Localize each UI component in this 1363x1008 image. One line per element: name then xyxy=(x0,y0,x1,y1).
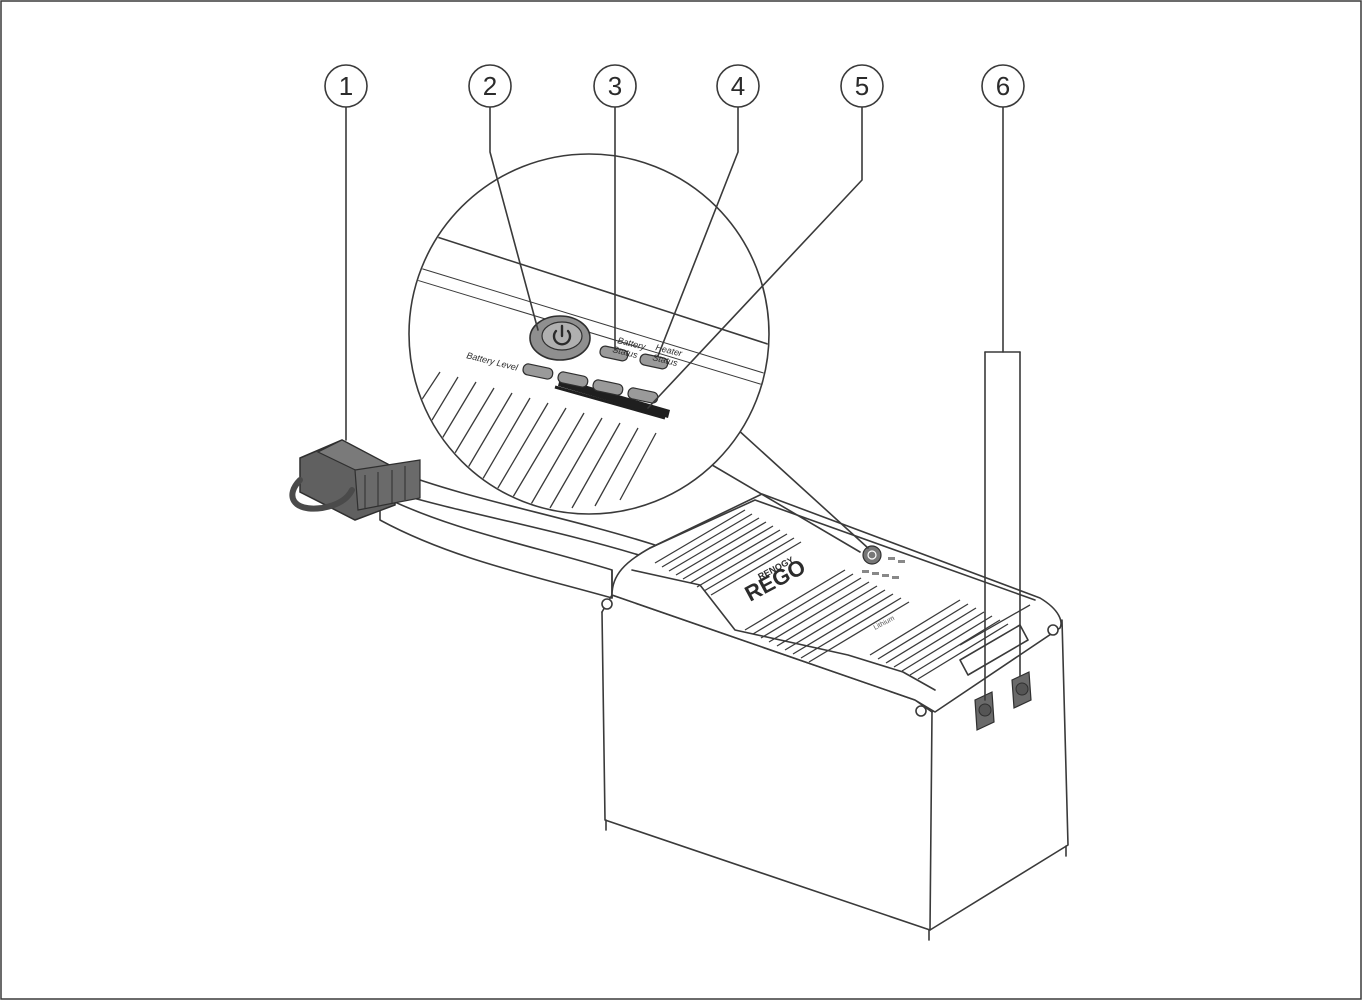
callout-6: 6 xyxy=(981,64,1025,108)
callout-4: 4 xyxy=(716,64,760,108)
callout-1: 1 xyxy=(324,64,368,108)
callout-3-number: 3 xyxy=(608,71,622,101)
callout-5: 5 xyxy=(840,64,884,108)
callout-2-number: 2 xyxy=(483,71,497,101)
cables xyxy=(379,469,656,599)
heater-status-led xyxy=(639,353,669,370)
side-port-right xyxy=(1011,671,1032,709)
lid-vents-center xyxy=(744,569,910,663)
lid-vents-left xyxy=(654,509,802,596)
callout-3: 3 xyxy=(593,64,637,108)
power-button[interactable] xyxy=(529,315,591,361)
callout-1-number: 1 xyxy=(339,71,353,101)
callout-5-number: 5 xyxy=(855,71,869,101)
side-port-left xyxy=(974,691,995,731)
power-icon xyxy=(552,324,572,346)
callout-4-number: 4 xyxy=(731,71,745,101)
lid-control-panel xyxy=(862,545,905,579)
callout-2: 2 xyxy=(468,64,512,108)
anderson-connector xyxy=(289,439,421,521)
leader-lines xyxy=(345,106,1021,701)
callout-6-number: 6 xyxy=(996,71,1010,101)
lid-vents-right xyxy=(869,599,1031,680)
battery-box xyxy=(601,493,1069,941)
